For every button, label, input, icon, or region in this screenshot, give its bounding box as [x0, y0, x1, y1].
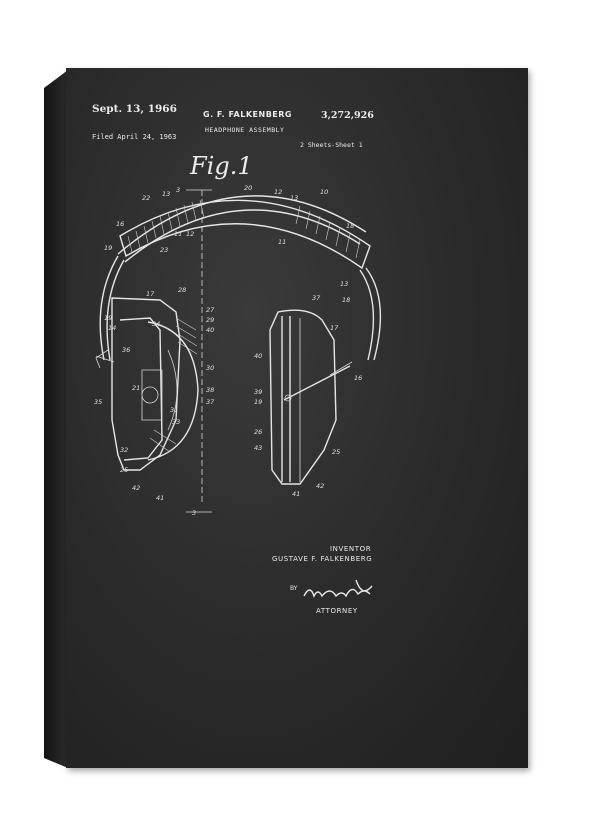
svg-text:18: 18 — [346, 222, 354, 230]
svg-text:19: 19 — [254, 398, 262, 406]
svg-text:38: 38 — [206, 386, 214, 394]
left-ear-cup — [95, 297, 199, 471]
inventor-title: INVENTOR — [330, 545, 372, 553]
svg-text:17: 17 — [330, 324, 339, 332]
svg-text:13: 13 — [162, 190, 170, 198]
svg-text:20: 20 — [244, 184, 252, 192]
svg-text:27: 27 — [206, 306, 215, 314]
svg-text:40: 40 — [254, 352, 262, 360]
svg-text:28: 28 — [178, 286, 186, 294]
svg-text:13: 13 — [340, 280, 348, 288]
svg-text:19: 19 — [104, 314, 112, 322]
svg-text:43: 43 — [254, 444, 262, 452]
left-cup-hatching — [149, 317, 198, 453]
headband-hatching — [127, 199, 361, 259]
svg-text:19: 19 — [104, 244, 112, 252]
svg-text:31: 31 — [170, 406, 178, 414]
svg-text:42: 42 — [316, 482, 324, 490]
patent-filed-date: Filed April 24, 1963 — [92, 133, 177, 141]
headband-right-side-inner — [359, 269, 375, 361]
svg-text:22: 22 — [142, 194, 150, 202]
svg-text:42: 42 — [132, 484, 140, 492]
attorney-label: ATTORNEY — [316, 607, 358, 615]
svg-text:16: 16 — [354, 374, 362, 382]
svg-text:17: 17 — [146, 290, 155, 298]
svg-text:26: 26 — [254, 428, 262, 436]
svg-text:23: 23 — [160, 246, 168, 254]
patent-sheets: 2 Sheets-Sheet 1 — [300, 141, 363, 149]
svg-text:37: 37 — [312, 294, 321, 302]
svg-text:40: 40 — [206, 326, 214, 334]
svg-text:25: 25 — [120, 466, 128, 474]
patent-title: HEADPHONE ASSEMBLY — [205, 126, 285, 134]
headband-right-side — [365, 267, 382, 361]
svg-text:3: 3 — [192, 509, 196, 517]
canvas-side-edge — [44, 70, 68, 768]
svg-text:3: 3 — [176, 186, 180, 194]
headband-pad — [119, 199, 371, 270]
patent-date: Sept. 13, 1966 — [92, 103, 177, 115]
svg-text:21: 21 — [132, 384, 140, 392]
patent-inventor-short: G. F. FALKENBERG — [203, 110, 292, 119]
svg-text:29: 29 — [206, 316, 214, 324]
svg-text:25: 25 — [332, 448, 340, 456]
patent-number: 3,272,926 — [321, 110, 374, 121]
svg-text:32: 32 — [120, 446, 128, 454]
svg-text:41: 41 — [156, 494, 164, 502]
svg-text:10: 10 — [320, 188, 328, 196]
svg-text:14: 14 — [108, 324, 116, 332]
by-label: BY — [290, 585, 298, 592]
attorney-signature-flourish — [355, 579, 373, 592]
ref-numbers: 22 13 3 20 12 13 10 18 19 12 11 23 16 11… — [94, 184, 362, 517]
svg-text:11: 11 — [278, 238, 286, 246]
canvas-print — [66, 68, 528, 768]
svg-text:39: 39 — [254, 388, 262, 396]
svg-text:11: 11 — [174, 230, 182, 238]
attorney-signature — [303, 588, 371, 598]
figure-label: Fig.1 — [190, 152, 253, 180]
svg-text:36: 36 — [122, 346, 130, 354]
svg-text:37: 37 — [206, 398, 215, 406]
headband-left-side-inner — [106, 259, 125, 361]
svg-text:41: 41 — [292, 490, 300, 498]
headband-outer-arc — [117, 195, 367, 255]
svg-text:33: 33 — [172, 418, 180, 426]
inventor-name: GUSTAVE F. FALKENBERG — [272, 555, 373, 563]
svg-text:18: 18 — [342, 296, 350, 304]
svg-text:34: 34 — [152, 320, 160, 328]
svg-text:30: 30 — [206, 364, 214, 372]
svg-text:16: 16 — [116, 220, 124, 228]
svg-text:35: 35 — [94, 398, 102, 406]
svg-text:12: 12 — [186, 230, 194, 238]
svg-text:13: 13 — [290, 194, 298, 202]
right-ear-cup — [269, 309, 353, 485]
headband-left-side — [99, 255, 119, 361]
svg-text:12: 12 — [274, 188, 282, 196]
